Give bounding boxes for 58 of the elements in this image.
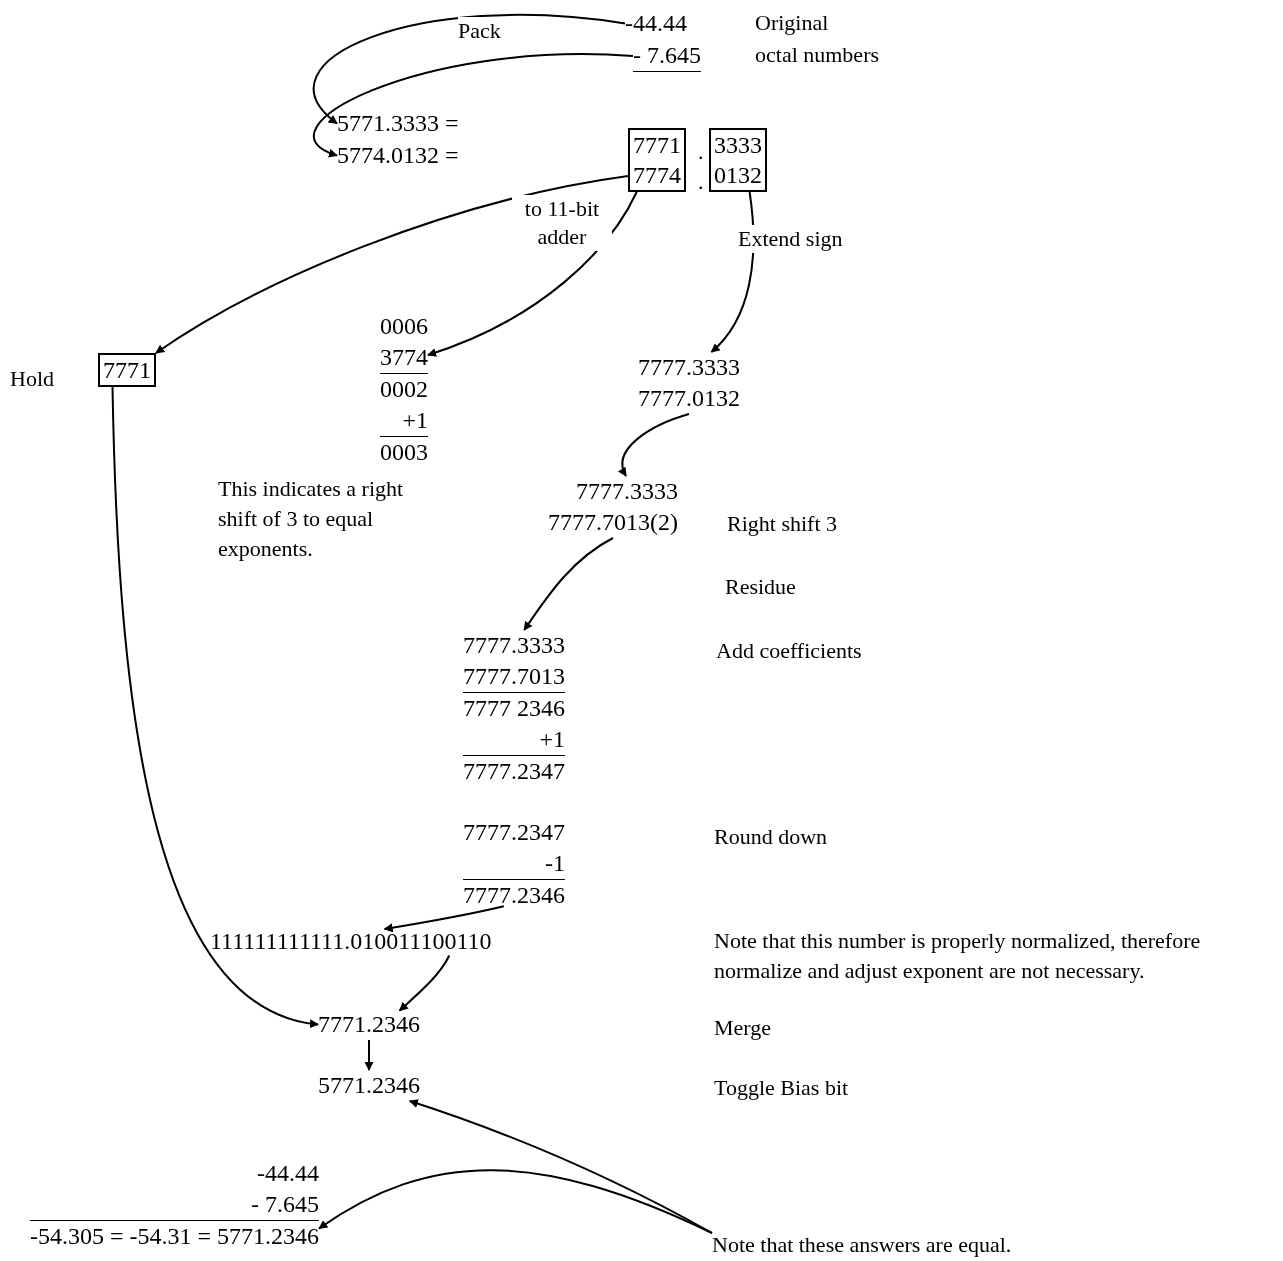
arrow (427, 191, 638, 357)
exponent-subtraction: 0006 (380, 312, 428, 341)
merged-number-text: 7771.2346 (318, 1010, 420, 1039)
number-text: -44.44 (625, 9, 687, 38)
arrow (383, 905, 505, 933)
decimal-point: . (698, 168, 704, 196)
exponent-subtraction: 3774 (380, 342, 428, 374)
coefficient-addition: 7777.3333 (463, 631, 565, 660)
number-text: - 7.645 (633, 40, 701, 72)
arrow (364, 1039, 374, 1071)
exponent-register: 7771 7774 (628, 128, 686, 192)
shifted-numbers: 7777.7013(2) (548, 508, 678, 537)
arrow (155, 175, 629, 354)
annotation-text: Residue (725, 573, 796, 601)
annotation-text: octal numbers (755, 41, 880, 69)
coefficient-addition: 7777.7013 (463, 661, 565, 693)
coefficient-addition: +1 (463, 724, 565, 756)
decimal-check-calculation: - 7.645 (30, 1189, 320, 1221)
edge-label: Extend sign (738, 225, 843, 253)
round-down-subtraction: 7777.2347 (463, 818, 565, 847)
exponent-subtraction: +1 (380, 405, 428, 437)
annotation-text: Merge (714, 1014, 772, 1042)
annotation-text: Round down (714, 823, 828, 851)
arrow (312, 13, 626, 125)
edge-label: to 11-bit adder (512, 195, 612, 251)
round-down-subtraction: 7777.2346 (463, 881, 565, 910)
packed-number-text: 5774.0132 = (337, 141, 459, 170)
exponent-subtraction: 0003 (380, 438, 428, 467)
annotation-text: Toggle Bias bit (714, 1074, 849, 1102)
sign-extended-numbers: 7777.0132 (638, 384, 740, 413)
annotation-text: Hold (10, 365, 54, 393)
note-text: Note that this number is properly normalized, therefore normalize and adjust exponent are not necessary. (714, 927, 1202, 985)
annotation-text: Right shift 3 (727, 510, 837, 538)
sign-extended-numbers: 7777.3333 (638, 353, 740, 382)
arrow (398, 954, 451, 1012)
annotation-text: This indicates a right shift of 3 to equal exponents. (218, 475, 405, 563)
note-text: Note that these answers are equal. (712, 1230, 1012, 1260)
coefficient-addition: 7777.2347 (463, 757, 565, 786)
binary-number-text: 111111111111.010011100110 (210, 927, 492, 956)
exponent-subtraction: 0002 (380, 375, 428, 404)
annotation-text: Original (755, 9, 829, 37)
shifted-numbers: 7777.3333 (575, 477, 678, 506)
result-number-text: 5771.2346 (318, 1071, 420, 1100)
decimal-check-calculation: -54.305 = -54.31 = 5771.2346 (30, 1222, 320, 1251)
coefficient-register: 3333 0132 (709, 128, 767, 192)
decimal-check-calculation: -44.44 (256, 1159, 320, 1188)
arrow (312, 53, 634, 157)
hold-register: 7771 (98, 353, 156, 387)
packed-number-text: 5771.3333 = (337, 109, 459, 138)
arrow (523, 537, 614, 631)
decimal-point: . (698, 138, 704, 166)
annotation-text: Add coefficients (716, 637, 862, 665)
round-down-subtraction: -1 (463, 848, 565, 880)
coefficient-addition: 7777 2346 (463, 694, 565, 723)
arrow (318, 1169, 713, 1234)
arrow (618, 413, 690, 477)
arrow (408, 1099, 713, 1234)
arrow (111, 386, 319, 1027)
